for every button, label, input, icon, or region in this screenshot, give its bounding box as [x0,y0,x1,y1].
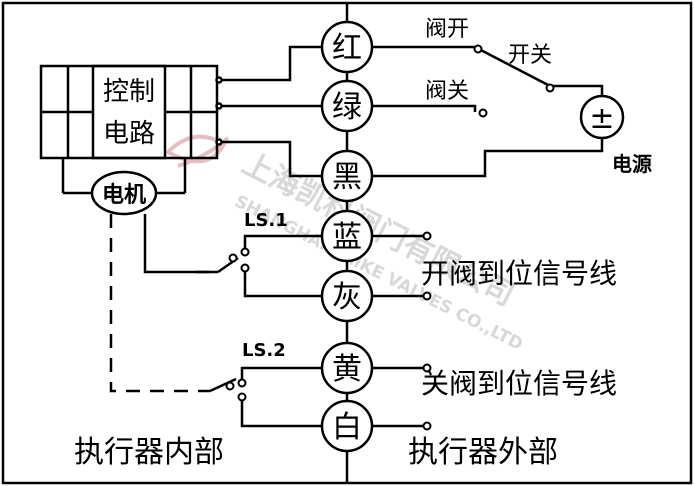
switch-label: 开关 [508,43,552,68]
terminal-red: 红 [320,20,374,74]
motor: 电机 [61,158,187,216]
valve-close-label: 阀关 [425,79,469,104]
close-signal-label: 关阀到位信号线 [421,367,617,400]
terminal-gray-label: 灰 [332,280,362,315]
limit-wiring [143,214,321,428]
ls1-label: LS.1 [244,210,288,231]
terminal-yellow-label: 黄 [332,352,362,387]
terminal-black-label: 黑 [332,160,362,195]
terminal-blue-label: 蓝 [332,220,362,255]
terminal-green-label: 绿 [332,90,362,125]
external-wires [373,45,604,428]
terminal-red-label: 红 [332,31,362,66]
power-symbol: ± [589,101,614,136]
external-endpoints [422,44,555,431]
power-label: 电源 [612,152,652,176]
ls2-label: LS.2 [242,340,286,361]
open-signal-label: 开阀到位信号线 [421,257,617,290]
switch-contacts [225,247,250,402]
power-source: ± [579,94,625,140]
terminal-blue: 蓝 [320,209,374,263]
power-wires [215,45,321,178]
terminal-gray: 灰 [320,269,374,323]
valve-open-label: 阀开 [425,17,469,42]
terminal-black: 黑 [320,149,374,203]
terminal-green: 绿 [320,79,374,133]
motor-label: 电机 [102,183,146,208]
terminal-yellow: 黄 [320,341,374,395]
control-box-label-1: 控制 [103,77,155,107]
company-watermark: 上海凯科阀门有限公司 SHANGHAI KAIKE VALVES CO.,LTD [231,146,526,355]
control-box: 控制 电路 [39,64,219,160]
inside-label: 执行器内部 [74,435,224,470]
outside-label: 执行器外部 [408,435,558,470]
dashed-links [109,214,218,393]
control-box-label-2: 电路 [103,119,155,149]
terminal-white: 白 [320,399,374,453]
terminal-white-label: 白 [332,410,362,445]
